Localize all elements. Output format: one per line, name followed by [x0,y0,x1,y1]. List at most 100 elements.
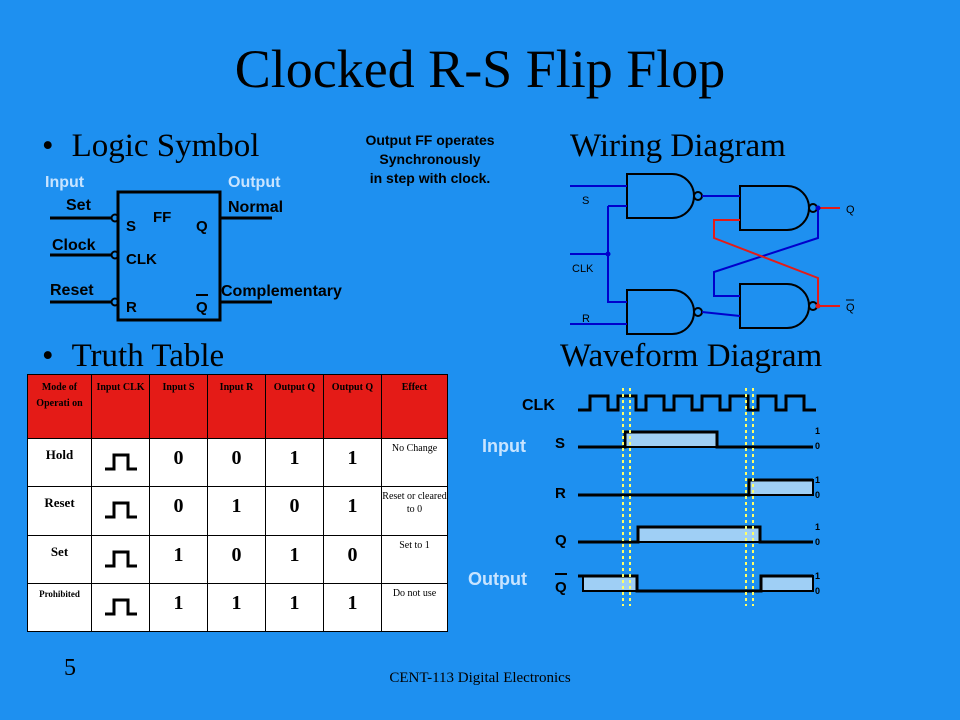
row-clk-pulse [91,486,150,536]
qbar-level-low: 0 [815,586,820,596]
s-high-region [624,431,718,448]
s-waveform [578,430,813,449]
pin-clk-label: CLK [126,251,157,268]
wave-input-label: Input [482,436,526,456]
q-level-high: 1 [815,522,820,532]
row-r: 0 [207,534,266,584]
clock-pulse-icon [104,550,137,567]
wire-qbar-feedback [713,219,819,306]
clock-pulse-icon [104,453,137,471]
row-mode: Hold [27,437,92,488]
qbar-high-region-2 [760,575,814,592]
wiring-diagram: S CLK R Q Q [570,173,855,335]
row-clk-pulse [91,582,150,633]
row-qbar: 1 [323,486,382,536]
wiring-q-label: Q [846,204,855,216]
reset-bubble [110,297,120,307]
r-level-high: 1 [815,475,820,485]
clock-pulse-icon [104,501,137,519]
course-name: CENT-113 Digital Electronics [389,670,571,686]
wire-clk-branch [607,206,627,303]
q-level-low: 0 [815,537,820,547]
row-qbar: 1 [323,582,382,633]
row-effect: Do not use [381,582,448,633]
nand-gate-4 [739,283,810,329]
wave-q-label: Q [555,532,567,549]
nand-gate-3 [739,185,810,231]
row-qbar: 0 [323,534,382,584]
normal-label: Normal [228,199,283,216]
header-input-clk: Input CLK [91,374,150,439]
table-row: Reset 0 1 0 1 Reset or cleared to 0 [27,486,448,536]
row-r: 1 [207,582,266,633]
truth-table-text: Truth Table [71,338,225,374]
pin-q-label: Q [196,218,208,235]
row-s: 1 [149,582,208,633]
clock-pulse-icon [104,598,137,616]
row-s: 1 [149,534,208,584]
header-output-q: Output Q [265,374,324,439]
nand-gate-1 [626,173,695,219]
wave-s-label: S [555,435,565,452]
pin-s-label: S [126,218,136,235]
wave-clk-label: CLK [522,397,555,414]
sync-note: Output FF operates Synchronously in step… [320,131,540,188]
clk-waveform [578,394,816,412]
row-clk-pulse [91,534,150,584]
q-high-region [637,526,761,543]
row-s: 0 [149,437,208,488]
table-row: Set 1 0 1 0 Set to 1 [27,534,448,584]
logic-symbol-diagram: Input Output Set Clock Reset Normal Comp… [45,174,342,322]
wiring-clk-label: CLK [572,263,594,275]
wiring-diagram-heading: Wiring Diagram [570,128,786,164]
nand-gate-2-bubble [693,307,703,317]
clock-bubble [110,250,120,260]
row-q: 1 [265,534,324,584]
complementary-label: Complementary [221,283,342,300]
wave-qbar-label: Q [555,579,567,596]
logic-output-heading: Output [228,174,281,191]
nand-gate-1-bubble [693,191,703,201]
clock-label: Clock [52,237,96,254]
pin-r-label: R [126,299,137,316]
wiring-r-label: R [582,313,590,325]
set-label: Set [66,197,92,214]
pin-qbar-label: Q [196,299,208,316]
qbar-high-region-1 [582,575,638,592]
wire-q-feedback [713,208,819,297]
row-q: 1 [265,437,324,488]
waveform-diagram: CLK Input S R Q Output Q 1 0 1 0 1 0 1 0 [468,388,820,606]
truth-table-header-row: Mode of Operati on Input CLK Input S Inp… [27,374,448,439]
header-mode: Mode of Operati on [27,374,92,439]
qbar-waveform [578,574,813,593]
s-level-low: 0 [815,441,820,451]
wiring-s-label: S [582,195,589,207]
note-line-1: Output FF operates [365,132,495,148]
s-level-high: 1 [815,426,820,436]
header-input-r: Input R [207,374,266,439]
bullet-dot: • [42,338,54,374]
wire-g2-g4 [701,311,741,317]
row-mode: Set [27,534,92,584]
wave-output-label: Output [468,569,527,589]
row-r: 0 [207,437,266,488]
wiring-qbar-label: Q [846,302,855,314]
reset-label: Reset [50,282,94,299]
row-clk-pulse [91,437,150,488]
row-q: 1 [265,582,324,633]
row-mode: Reset [27,486,92,536]
row-effect: Set to 1 [381,534,448,584]
nand-gate-2 [626,289,695,335]
row-r: 1 [207,486,266,536]
wave-r-label: R [555,485,566,502]
truth-table: Mode of Operati on Input CLK Input S Inp… [27,374,448,633]
r-waveform [578,478,813,497]
header-output-qbar-text: Output Q [331,382,374,393]
waveform-diagram-heading: Waveform Diagram [560,338,823,374]
r-high-region [748,479,814,496]
logic-symbol-heading: •Logic Symbol [42,128,259,165]
header-input-s: Input S [149,374,208,439]
table-row: Hold 0 0 1 1 No Change [27,437,448,488]
truth-table-heading: • Truth Table [42,338,224,375]
table-row: Prohibited 1 1 1 1 Do not use [27,582,448,633]
